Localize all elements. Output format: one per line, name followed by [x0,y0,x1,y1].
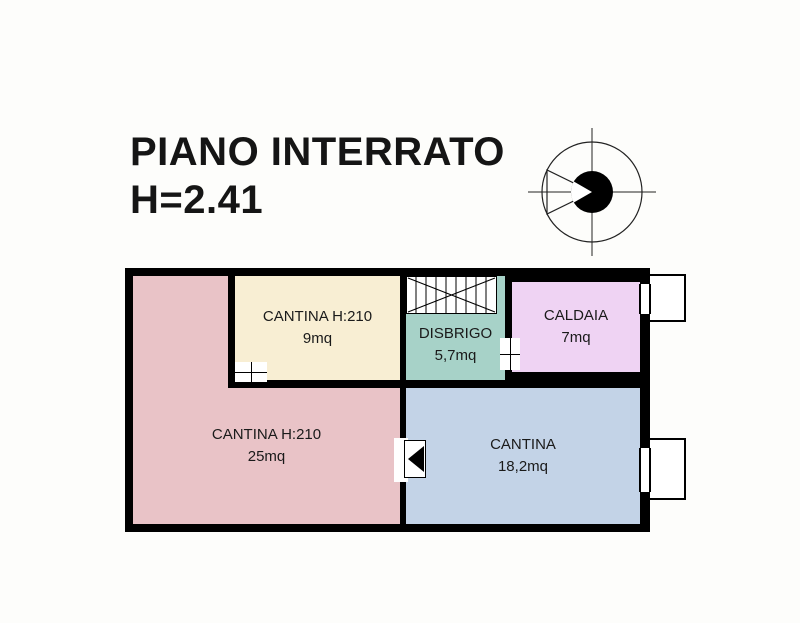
plan-title-line1: PIANO INTERRATO [130,130,505,174]
staircase-icon [406,276,497,314]
room-area: 5,7mq [434,347,477,364]
floor-plan: CANTINA H:210 25mq CANTINA H:210 9mq [125,268,650,532]
plan-title: PIANO INTERRATO H=2.41 [130,128,505,224]
room-area: 9mq [302,330,333,347]
room-caldaia: CALDAIA 7mq [512,282,640,372]
room-label: CALDAIA [543,307,609,325]
door-caldaia-icon [500,338,520,370]
room-label: CANTINA H:210 [211,426,322,443]
room-disbrigo: DISBRIGO 5,7mq [406,276,505,380]
room-area: 18,2mq [497,458,549,475]
room-label: CANTINA [490,436,556,454]
window-well-bottom [648,438,686,500]
room-area: 7mq [561,329,591,346]
window-top-icon [639,284,651,314]
window-bottom-icon [639,448,651,492]
room-label: DISBRIGO [418,325,493,343]
room-area: 25mq [247,447,286,465]
window-well-top [648,274,686,322]
north-arrow-icon [528,128,656,256]
door-cantina18-icon [404,440,426,478]
plan-title-height: H=2.41 [130,178,264,222]
door-cantina9-icon [235,362,267,382]
room-label: CANTINA H:210 [262,308,373,326]
room-cantina-18mq: CANTINA 18,2mq [406,388,640,524]
